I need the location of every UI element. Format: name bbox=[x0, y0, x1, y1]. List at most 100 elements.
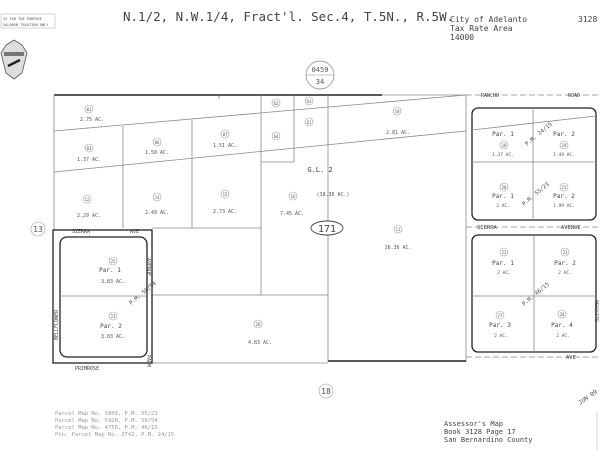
parcel-number: 11 bbox=[396, 227, 401, 232]
parcel-map-ref: Parcel Map No. 4756, P.M. 46/15 bbox=[55, 425, 158, 431]
pm-label: P.M. 46/15 bbox=[521, 282, 550, 308]
parcel-number: 61 bbox=[307, 120, 312, 125]
par1-label: Par. 1 bbox=[99, 267, 121, 274]
parcel-number: 14 bbox=[155, 195, 160, 200]
right-bottom-block: SIERRA AVENUE AVE MESQUITE P.M. 46/15 22… bbox=[466, 225, 600, 361]
parcel-number: 64 bbox=[274, 134, 279, 139]
par-label: Par. 3 bbox=[489, 322, 511, 329]
government-lot-acres: (38.36 AC.) bbox=[316, 192, 349, 198]
center-ref: 171 bbox=[318, 224, 336, 235]
par-acres: 2 AC. bbox=[556, 333, 570, 339]
par-label: Par. 4 bbox=[551, 322, 573, 329]
parcel-number: 28 bbox=[560, 312, 565, 317]
par-acres: 1.99 AC. bbox=[553, 203, 575, 209]
par-acres: 2 AC. bbox=[494, 333, 508, 339]
street-ave-bottom: AVE bbox=[566, 355, 576, 361]
tax-rate-area-label: Tax Rate Area bbox=[450, 24, 513, 33]
disclaimer-box bbox=[0, 13, 56, 29]
county-seal-icon bbox=[0, 39, 28, 80]
date-stamp: JUN 09 bbox=[577, 388, 599, 406]
footer-line1: Assessor's Map bbox=[444, 420, 503, 428]
disclaimer-line2: VALOREM TAXATION ONLY bbox=[3, 23, 49, 27]
parcel-number: 03 bbox=[87, 146, 92, 151]
bottom-ref: 18 bbox=[321, 387, 331, 396]
city-name: City of Adelanto bbox=[450, 15, 527, 24]
parcel-number: 19 bbox=[562, 143, 567, 148]
par-acres: 2 AC. bbox=[558, 270, 572, 276]
parcel-map-ref: Ptn. Parcel Map No. 2742, P.M. 24/15 bbox=[55, 432, 174, 438]
top-ref-top: 0459 bbox=[312, 66, 329, 74]
parcel-acres: 7.45 AC. bbox=[280, 211, 304, 217]
parcel-acres: 2.73 AC. bbox=[213, 209, 237, 215]
street-road: ROAD bbox=[568, 93, 580, 99]
left-ref: 13 bbox=[33, 225, 43, 234]
parcel-number: 63 bbox=[307, 99, 312, 104]
parcel-number: 12 bbox=[85, 197, 90, 202]
par-acres: 2 AC. bbox=[496, 203, 510, 209]
par-label: Par. 2 bbox=[554, 260, 576, 267]
par-acres: 1.49 AC. bbox=[553, 152, 575, 158]
parcel-number: 16 bbox=[291, 194, 296, 199]
street-bellflower: BELLFLOWER bbox=[54, 309, 60, 340]
pm-label: P.M. 55/23 bbox=[521, 182, 550, 208]
parcel-acres: 2.29 AC. bbox=[77, 213, 101, 219]
par-label: Par. 1 bbox=[492, 260, 514, 267]
par-acres: 1.37 AC. bbox=[492, 152, 514, 158]
street-avenue: AVENUE bbox=[145, 258, 151, 276]
parcel-number: 23 bbox=[111, 314, 116, 319]
par-label: Par. 1 bbox=[492, 193, 514, 200]
par-label: Par. 1 bbox=[492, 131, 514, 138]
par2-label: Par. 2 bbox=[100, 323, 122, 330]
parcel-map-ref: Parcel Map No. 5809, P.M. 55/23 bbox=[55, 411, 158, 417]
parcel-acres: 1.51 AC. bbox=[213, 143, 237, 149]
street-avenue-right: AVENUE bbox=[561, 225, 581, 231]
parcel-number: 18 bbox=[502, 143, 507, 148]
government-lot-label: G.L. 2 bbox=[307, 166, 332, 174]
parcel-number: 23 bbox=[563, 250, 568, 255]
top-ref-bottom: 34 bbox=[316, 78, 324, 86]
parcel-number: 01 bbox=[87, 107, 92, 112]
parcel-acres: 1.37 AC. bbox=[77, 157, 101, 163]
parcel-acres: 2.75 AC. bbox=[80, 117, 104, 123]
parcel-number: 10 bbox=[395, 109, 400, 114]
parcel-number: 27 bbox=[498, 313, 503, 318]
parcel-number: 07 bbox=[223, 132, 228, 137]
street-rancho: RANCHO bbox=[481, 93, 499, 99]
parcel-number: 20 bbox=[502, 185, 507, 190]
street-sierra: SIERRA bbox=[72, 229, 90, 235]
parcel-number: 62 bbox=[274, 101, 279, 106]
disclaimer-line1: IS FOR THE PURPOSE bbox=[3, 17, 42, 21]
parcel-number: 06 bbox=[155, 140, 160, 145]
parcel-number: 21 bbox=[562, 185, 567, 190]
tax-rate-area: 14000 bbox=[450, 33, 474, 42]
parcel-acres: 2.81 AC. bbox=[386, 130, 410, 136]
street-sierra-right: SIERRA bbox=[477, 225, 498, 231]
parcel-number: 26 bbox=[256, 322, 261, 327]
book-number: 3128 bbox=[578, 15, 597, 24]
par-acres: 2 AC. bbox=[497, 270, 511, 276]
street-palm: PALM bbox=[145, 355, 151, 367]
footer-line2: Book 3128 Page 17 bbox=[444, 428, 516, 436]
par-label: Par. 2 bbox=[553, 131, 575, 138]
par-label: Par. 2 bbox=[553, 193, 575, 200]
street-mesquite: MESQUITE bbox=[593, 300, 599, 322]
map-ref-oval bbox=[310, 220, 344, 236]
par2-acres: 3.83 AC. bbox=[101, 334, 125, 340]
footer-line3: San Bernardino County bbox=[444, 436, 533, 444]
par1-acres: 3.83 AC. bbox=[101, 279, 125, 285]
parcel-acres: 1.50 AC. bbox=[145, 150, 169, 156]
parcel-acres: 4.83 AC. bbox=[248, 340, 272, 346]
parcel-lines bbox=[53, 94, 467, 364]
street-primrose: PRIMROSE bbox=[75, 366, 99, 372]
right-top-block: RANCHO ROAD P.M. 24/15 P.M. 55/23 Par. 1… bbox=[466, 93, 600, 221]
pm-label: P.M. 24/15 bbox=[524, 122, 553, 148]
parcel-number: 22 bbox=[502, 250, 507, 255]
left-block: SIERRA AVE PRIMROSE BELLFLOWER PALM AVEN… bbox=[52, 229, 158, 372]
map-title: N.1/2, N.W.1/4, Fract'l. Sec.4, T.5N., R… bbox=[123, 9, 454, 24]
parcel-acres: 16.36 AC. bbox=[384, 245, 411, 251]
parcel-acres: 2.49 AC. bbox=[145, 210, 169, 216]
street-ave: AVE bbox=[130, 229, 139, 235]
parcel-map-ref: Parcel Map No. 5428, P.M. 50/54 bbox=[55, 418, 158, 424]
parcel-number: 25 bbox=[111, 259, 116, 264]
